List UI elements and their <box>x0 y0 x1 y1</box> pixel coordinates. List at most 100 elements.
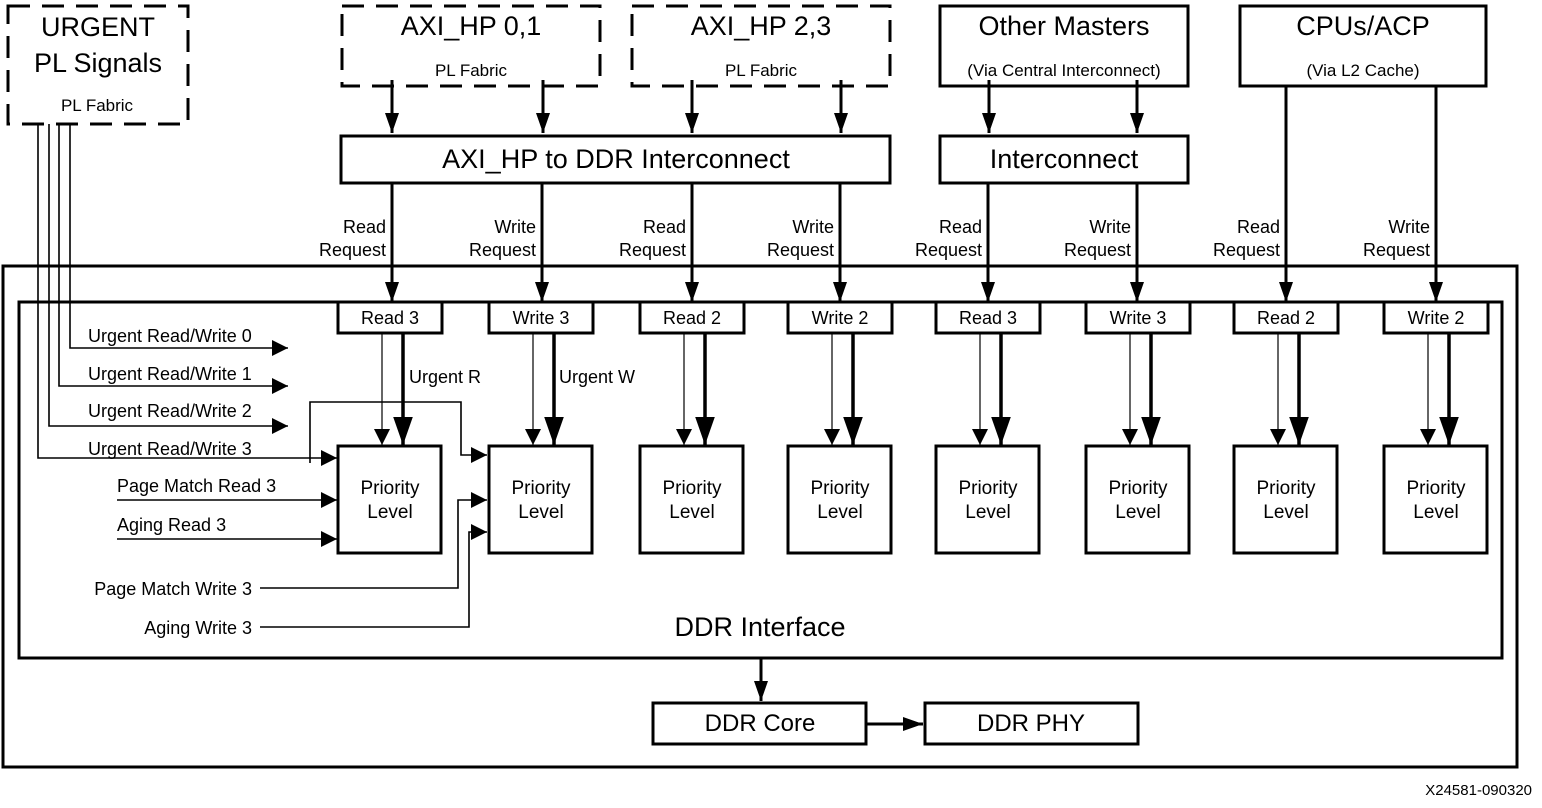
priority-level-box <box>1382 444 1489 555</box>
ddr-controller-frame <box>1 264 1519 769</box>
urgent-rw0-line <box>69 124 288 356</box>
side-input-lines <box>117 492 487 628</box>
priority-label-line1: Priority <box>662 478 722 499</box>
priority-label-line2: Level <box>817 502 862 523</box>
priority-level-box <box>336 444 443 555</box>
request-label-line2: Request <box>1064 240 1131 260</box>
interconnect-box: Interconnect <box>938 134 1190 185</box>
priority-level-box <box>786 444 893 555</box>
request-label-line1: Read <box>643 217 686 237</box>
ddr-phy-box: DDR PHY <box>923 701 1140 746</box>
urgent-rw0-label: Urgent Read/Write 0 <box>88 326 252 346</box>
request-label-line2: Request <box>767 240 834 260</box>
figure-id: X24581-090320 <box>1425 782 1532 799</box>
urgent-signal-lines <box>37 124 487 466</box>
cpus-acp-box: CPUs/ACP (Via L2 Cache) <box>1238 4 1488 88</box>
priority-level-box <box>934 444 1041 555</box>
source-to-interconnect-arrows <box>385 80 1144 133</box>
priority-label-line2: Level <box>1263 502 1308 523</box>
port-label: Write 2 <box>1408 308 1465 328</box>
port-box <box>786 300 894 335</box>
port-label: Read 2 <box>1257 308 1315 328</box>
port-label: Read 2 <box>663 308 721 328</box>
axi-hp01-title: AXI_HP 0,1 <box>401 11 542 41</box>
request-label-line1: Read <box>939 217 982 237</box>
priority-label-line1: Priority <box>511 478 571 499</box>
request-label-line2: Request <box>1363 240 1430 260</box>
ddr-interface-label: DDR Interface <box>674 612 845 642</box>
other-masters-subtitle: (Via Central Interconnect) <box>967 61 1160 80</box>
priority-label-line2: Level <box>1413 502 1458 523</box>
urgent-title-line2: PL Signals <box>34 48 162 78</box>
cpus-acp-subtitle: (Via L2 Cache) <box>1306 61 1419 80</box>
request-label-line1: Write <box>1388 217 1430 237</box>
port-box <box>1232 300 1340 335</box>
port-box <box>1382 300 1490 335</box>
page-match-write-line <box>260 492 487 589</box>
interconnect-label: Interconnect <box>990 144 1139 174</box>
port-label: Read 3 <box>959 308 1017 328</box>
request-label-line2: Request <box>915 240 982 260</box>
port-box <box>336 300 444 335</box>
port-label: Write 2 <box>812 308 869 328</box>
priority-label-line1: Priority <box>958 478 1018 499</box>
priority-label-line2: Level <box>965 502 1010 523</box>
port-label: Read 3 <box>361 308 419 328</box>
priority-level-box <box>1084 444 1191 555</box>
axi-hp23-box: AXI_HP 2,3 PL Fabric <box>630 4 892 88</box>
request-label-line2: Request <box>1213 240 1280 260</box>
urgent-rw2-label: Urgent Read/Write 2 <box>88 401 252 421</box>
request-label-line2: Request <box>319 240 386 260</box>
urgent-subtitle: PL Fabric <box>61 96 134 115</box>
urgent-rw3-line <box>37 124 337 466</box>
urgent-write-route-line <box>309 401 487 463</box>
priority-label-line2: Level <box>518 502 563 523</box>
urgent-rw1-label: Urgent Read/Write 1 <box>88 364 252 384</box>
aging-write-label: Aging Write 3 <box>144 618 252 638</box>
priority-label-line1: Priority <box>1108 478 1168 499</box>
aging-read-label: Aging Read 3 <box>117 515 226 535</box>
priority-level-box <box>1232 444 1339 555</box>
axi-hp01-subtitle: PL Fabric <box>435 61 508 80</box>
axi-hp01-box: AXI_HP 0,1 PL Fabric <box>340 4 602 88</box>
priority-label-line2: Level <box>669 502 714 523</box>
request-label-line1: Write <box>1089 217 1131 237</box>
urgent-rw1-line <box>58 124 288 394</box>
request-label-line1: Read <box>343 217 386 237</box>
axi-hp-ddr-interconnect-label: AXI_HP to DDR Interconnect <box>442 144 790 174</box>
urgent-rw2-line <box>48 124 288 434</box>
ddr-core-label: DDR Core <box>705 710 816 737</box>
axi-hp23-title: AXI_HP 2,3 <box>691 11 832 41</box>
priority-label-line2: Level <box>367 502 412 523</box>
urgent-w-label: Urgent W <box>559 367 635 387</box>
axi-hp23-subtitle: PL Fabric <box>725 61 798 80</box>
urgent-r-label: Urgent R <box>409 367 481 387</box>
ddr-core-box: DDR Core <box>651 701 868 746</box>
priority-label-line1: Priority <box>1406 478 1466 499</box>
urgent-rw3-label: Urgent Read/Write 3 <box>88 439 252 459</box>
axi-hp-ddr-interconnect-box: AXI_HP to DDR Interconnect <box>339 134 892 185</box>
other-masters-box: Other Masters (Via Central Interconnect) <box>938 4 1190 88</box>
aging-write-line <box>260 524 487 628</box>
port-label: Write 3 <box>513 308 570 328</box>
priority-label-line1: Priority <box>810 478 870 499</box>
page-match-write-label: Page Match Write 3 <box>94 579 252 599</box>
port-label: Write 3 <box>1110 308 1167 328</box>
request-label-line1: Read <box>1237 217 1280 237</box>
port-box <box>934 300 1042 335</box>
priority-label-line2: Level <box>1115 502 1160 523</box>
urgent-pl-signals-box: URGENT PL Signals PL Fabric <box>6 4 190 126</box>
ddr-phy-label: DDR PHY <box>977 710 1085 737</box>
priority-level-box <box>487 444 594 555</box>
priority-label-line1: Priority <box>1256 478 1316 499</box>
port-box <box>638 300 746 335</box>
other-masters-title: Other Masters <box>978 11 1149 41</box>
page-match-read-label: Page Match Read 3 <box>117 476 276 496</box>
